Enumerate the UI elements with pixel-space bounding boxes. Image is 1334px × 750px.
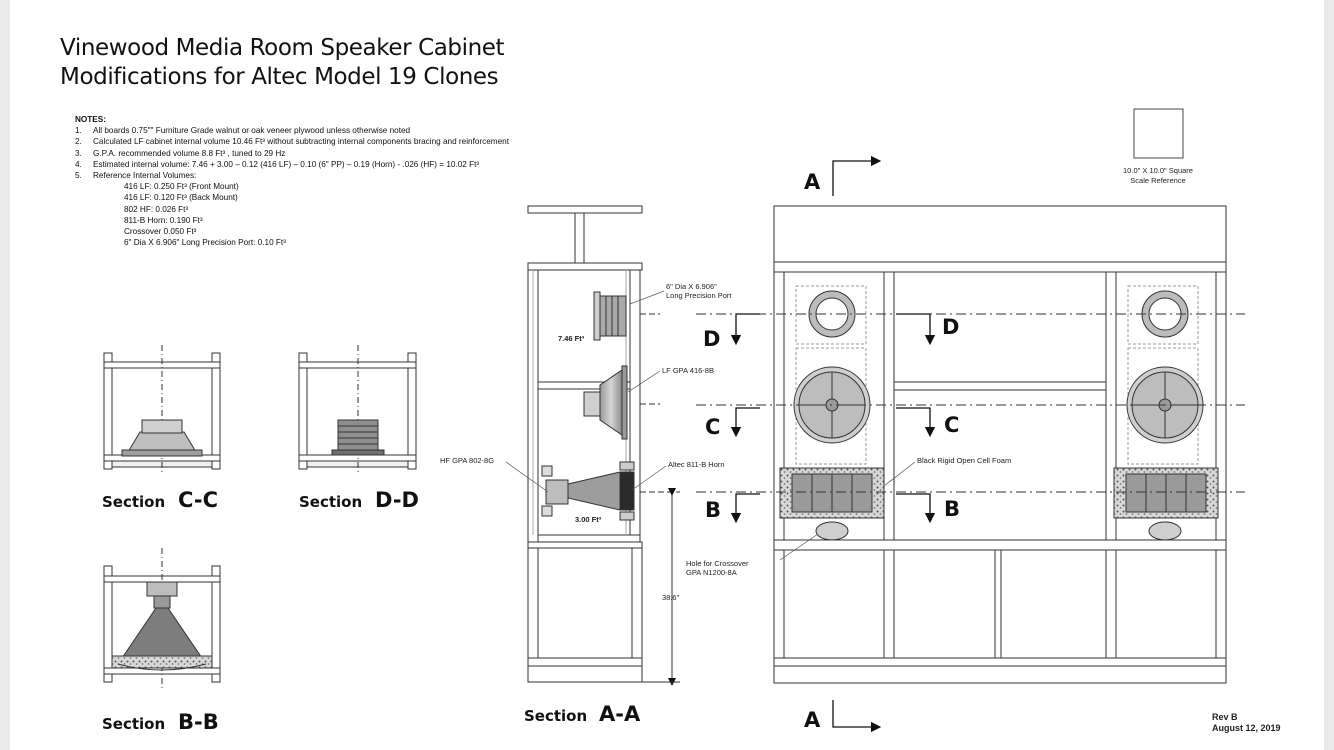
svg-text:Hole for Crossover: Hole for Crossover bbox=[686, 559, 749, 568]
drawing-sheet bbox=[10, 0, 1324, 750]
svg-text:7.46 Ft³: 7.46 Ft³ bbox=[558, 334, 585, 343]
note-item: 4.Estimated internal volume: 7.46 + 3.00… bbox=[75, 159, 480, 169]
svg-text:Altec 811-B Horn: Altec 811-B Horn bbox=[668, 460, 725, 469]
svg-text:Section: Section bbox=[102, 715, 165, 733]
section-dd-view bbox=[298, 345, 417, 475]
section-aa-view bbox=[527, 205, 680, 686]
svg-text:GPA N1200-8A: GPA N1200-8A bbox=[686, 568, 737, 577]
svg-text:A-A: A-A bbox=[599, 702, 641, 726]
svg-text:A: A bbox=[804, 708, 821, 732]
svg-text:Scale Reference: Scale Reference bbox=[1130, 176, 1185, 185]
front-view bbox=[696, 108, 1245, 733]
front-view-labels: Black Rigid Open Cell Foam Hole for Cros… bbox=[686, 166, 1193, 577]
section-bb-label: Section B-B bbox=[102, 710, 219, 734]
svg-text:LF GPA 416-8B: LF GPA 416-8B bbox=[662, 366, 714, 375]
svg-text:B: B bbox=[705, 498, 721, 522]
front-view-annotations bbox=[779, 461, 916, 561]
section-dd-label: Section D-D bbox=[299, 488, 419, 512]
notes-block: NOTES: 1.All boards 0.75"" Furniture Gra… bbox=[75, 114, 533, 248]
volume-item: 6" Dia X 6.906" Long Precision Port: 0.1… bbox=[124, 238, 286, 248]
notes-heading: NOTES: bbox=[75, 115, 106, 124]
section-cc-label: Section C-C bbox=[102, 488, 218, 512]
svg-text:C: C bbox=[944, 413, 959, 437]
svg-text:Rev B: Rev B bbox=[1212, 712, 1238, 722]
svg-text:Long Precision Port: Long Precision Port bbox=[666, 291, 732, 300]
note-item: 1.All boards 0.75"" Furniture Grade waln… bbox=[75, 126, 411, 136]
svg-text:HF GPA 802-8G: HF GPA 802-8G bbox=[440, 456, 494, 465]
note-item: 3.G.P.A. recommended volume 8.8 Ft³ , tu… bbox=[75, 148, 286, 158]
drawing-title: Vinewood Media Room Speaker Cabinet Modi… bbox=[60, 34, 505, 92]
svg-text:August 12, 2019: August 12, 2019 bbox=[1212, 723, 1281, 733]
title-line-2: Modifications for Altec Model 19 Clones bbox=[60, 64, 499, 90]
svg-text:Black Rigid Open Cell Foam: Black Rigid Open Cell Foam bbox=[917, 456, 1011, 465]
svg-text:B-B: B-B bbox=[178, 710, 219, 734]
volume-item: 416 LF: 0.120 Ft³ (Back Mount) bbox=[124, 193, 238, 203]
cut-letters: A A D D C C B B bbox=[703, 170, 960, 732]
svg-text:D: D bbox=[703, 327, 720, 351]
title-line-1: Vinewood Media Room Speaker Cabinet bbox=[60, 35, 505, 61]
svg-text:Section: Section bbox=[299, 493, 362, 511]
svg-text:A: A bbox=[804, 170, 821, 194]
section-aa-annotations bbox=[505, 290, 667, 493]
svg-text:C: C bbox=[705, 415, 720, 439]
svg-text:3.00 Ft³: 3.00 Ft³ bbox=[575, 515, 602, 524]
volume-item: 802 HF: 0.026 Ft³ bbox=[124, 204, 189, 214]
section-bb-view bbox=[103, 548, 221, 690]
section-cc-view bbox=[103, 345, 221, 475]
revision-block: Rev B August 12, 2019 bbox=[1212, 712, 1281, 733]
svg-text:6" Dia X 6.906": 6" Dia X 6.906" bbox=[666, 282, 717, 291]
svg-text:38.6": 38.6" bbox=[662, 593, 680, 602]
svg-text:C-C: C-C bbox=[178, 488, 218, 512]
svg-text:10.0" X 10.0" Square: 10.0" X 10.0" Square bbox=[1123, 166, 1193, 175]
svg-text:D: D bbox=[942, 315, 959, 339]
note-item: 2.Calculated LF cabinet internal volume … bbox=[75, 137, 509, 147]
section-aa-labels: 6" Dia X 6.906" Long Precision Port LF G… bbox=[440, 282, 732, 726]
note-item: 5.Reference Internal Volumes: bbox=[75, 171, 197, 181]
svg-text:B: B bbox=[944, 497, 960, 521]
volume-item: 416 LF: 0.250 Ft³ (Front Mount) bbox=[124, 182, 239, 192]
svg-text:Section: Section bbox=[102, 493, 165, 511]
volume-item: 811-B Horn: 0.190 Ft³ bbox=[124, 215, 203, 225]
volume-item: Crossover 0.050 Ft³ bbox=[124, 227, 197, 237]
svg-text:Section: Section bbox=[524, 707, 587, 725]
svg-text:D-D: D-D bbox=[375, 488, 419, 512]
